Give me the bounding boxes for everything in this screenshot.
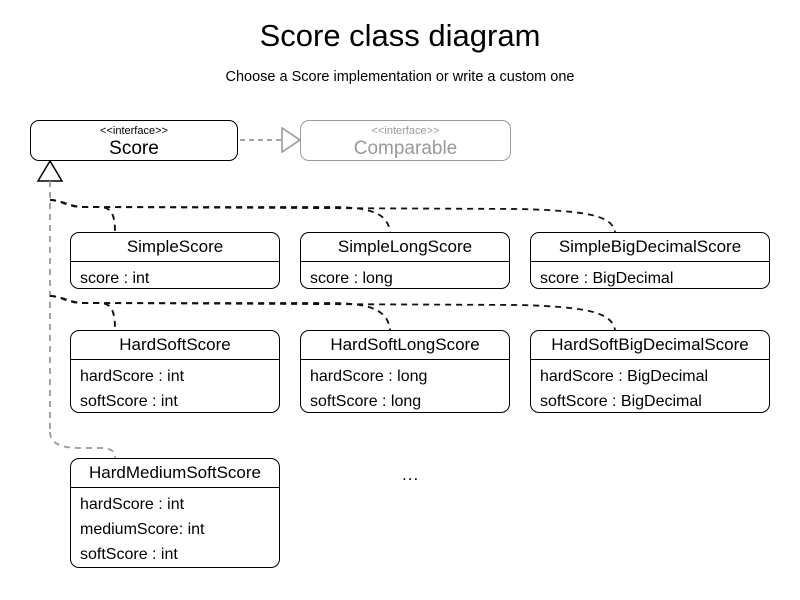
interface-name: Comparable [353,138,458,159]
realization-arrowhead-icon [281,126,302,154]
class-attribute: softScore : int [80,393,178,410]
interface-box-score[interactable]: <<interface>> Score [30,120,238,161]
class-name: SimpleLongScore [301,233,509,262]
class-attribute: score : long [310,270,393,287]
class-box-hard-soft-score[interactable]: HardSoftScore hardScore : int softScore : … [70,330,280,413]
class-attribute-list: score : long [301,262,509,291]
class-attribute: hardScore : int [80,496,185,513]
class-name: HardMediumSoftScore [71,459,279,488]
class-attribute: score : BigDecimal [540,270,674,287]
inheritance-branch-simple-score [49,199,116,233]
class-attribute: mediumScore: int [80,521,205,538]
class-attribute: hardScore : long [310,368,428,385]
stereotype-label: <<interface>> [371,125,440,137]
class-name: HardSoftScore [71,331,279,360]
page-subtitle: Choose a Score implementation or write a… [225,69,575,85]
class-attribute: softScore : long [310,393,422,410]
class-attribute: score : int [80,270,150,287]
inheritance-branch-simple-long-score [49,199,391,233]
inheritance-branch-hard-medium-soft-score [49,431,116,459]
class-name: HardSoftBigDecimalScore [531,331,769,360]
class-box-simple-long-score[interactable]: SimpleLongScore score : long [300,232,510,289]
inheritance-branch-simple-big-decimal-score [49,199,616,233]
interface-box-comparable[interactable]: <<interface>> Comparable [300,120,511,161]
generalization-triangle-icon [36,159,64,182]
class-attribute-list: score : int [71,262,279,291]
class-name: SimpleScore [71,233,279,262]
class-attribute: hardScore : BigDecimal [540,368,709,385]
class-attribute: softScore : int [80,546,178,563]
class-attribute: hardScore : int [80,368,185,385]
class-name: SimpleBigDecimalScore [531,233,769,262]
stereotype-label: <<interface>> [100,125,168,137]
class-attribute: softScore : BigDecimal [540,393,702,410]
class-attribute-list: hardScore : int softScore : int [71,360,279,414]
interface-name: Score [109,138,159,159]
class-attribute-list: score : BigDecimal [531,262,769,291]
class-name: HardSoftLongScore [301,331,509,360]
inheritance-branch-hard-soft-big-decimal-score [49,295,616,331]
page-title: Score class diagram [259,18,541,53]
class-box-simple-big-decimal-score[interactable]: SimpleBigDecimalScore score : BigDecimal [530,232,770,289]
class-attribute-list: hardScore : int mediumScore: int softScore… [71,488,279,567]
class-attribute-list: hardScore : long softScore : long [301,360,509,414]
class-box-simple-score[interactable]: SimpleScore score : int [70,232,280,289]
inheritance-branch-hard-soft-long-score [49,295,391,331]
more-classes-indicator: ... [402,465,420,484]
class-box-hard-soft-long-score[interactable]: HardSoftLongScore hardScore : long softSco… [300,330,510,413]
inheritance-branch-hard-soft-score [49,295,116,331]
class-attribute-list: hardScore : BigDecimal softScore : BigDec… [531,360,769,414]
class-box-hard-medium-soft-score[interactable]: HardMediumSoftScore hardScore : int medium… [70,458,280,568]
